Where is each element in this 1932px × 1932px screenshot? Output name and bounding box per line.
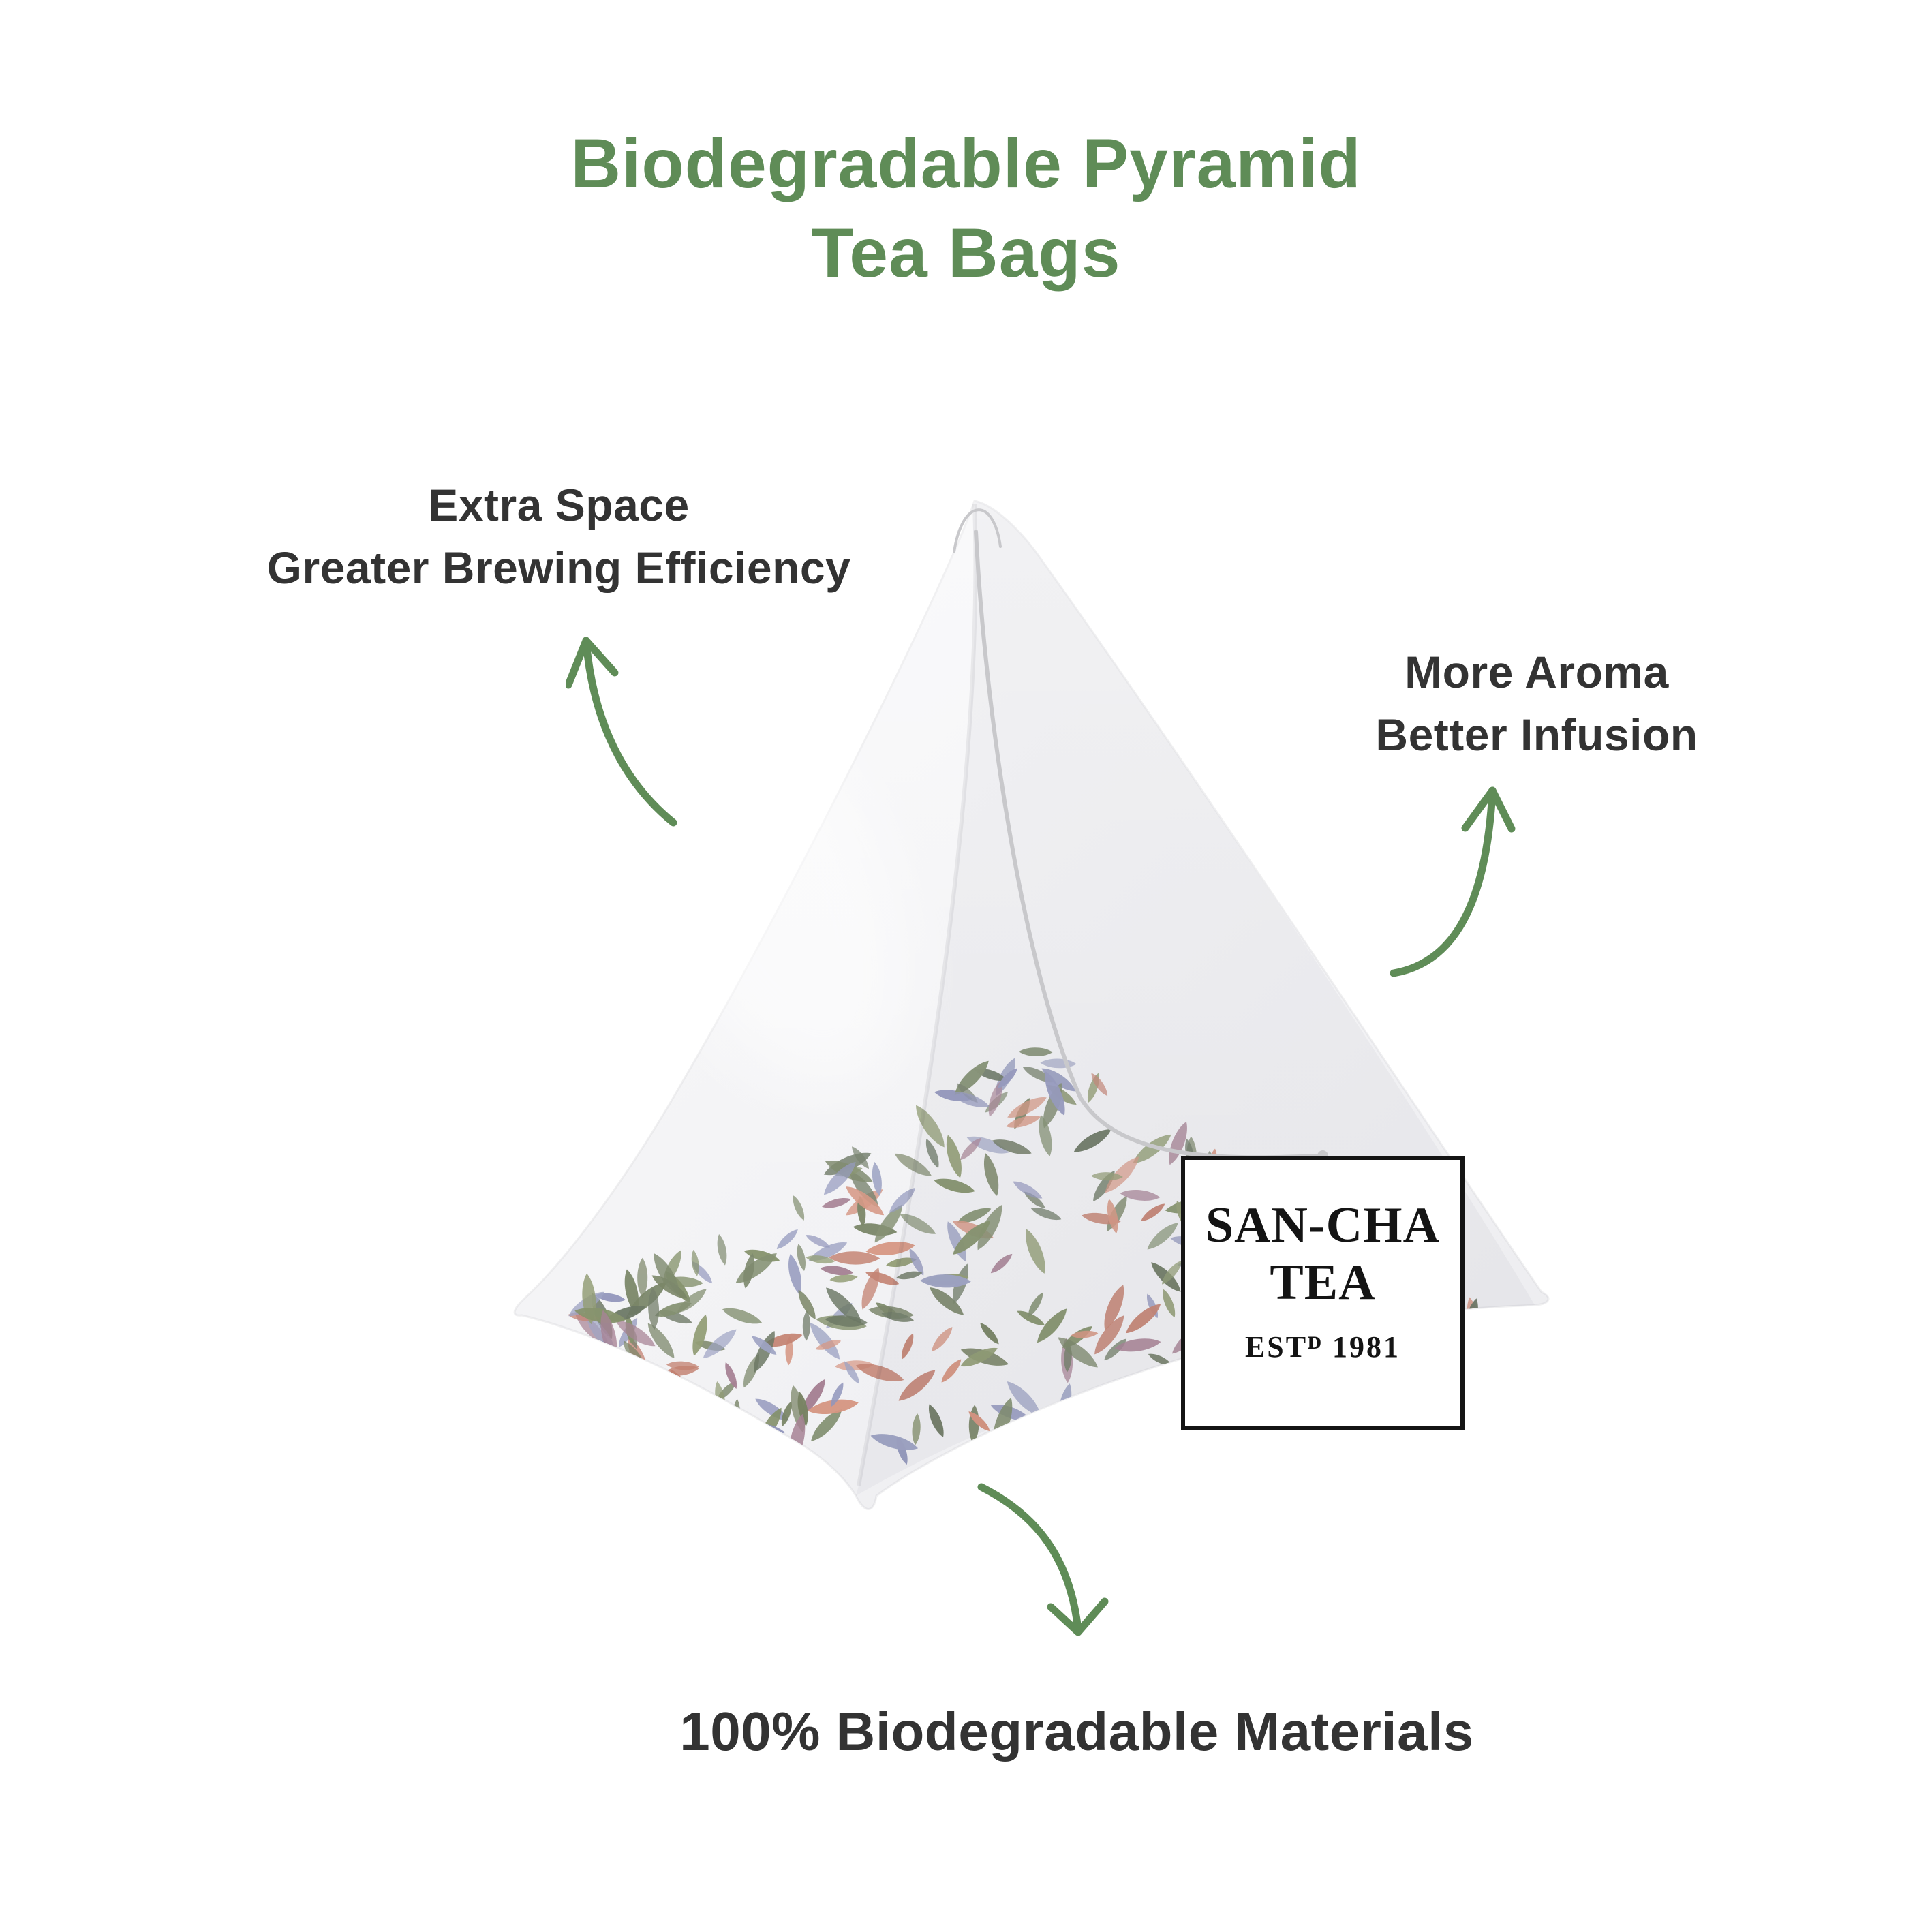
extra-space-arrow-icon [566, 637, 677, 827]
page-title: Biodegradable Pyramid Tea Bags [0, 119, 1932, 297]
page-title-line1: Biodegradable Pyramid [570, 125, 1362, 202]
annotation-extra-space-line1: Extra Space [428, 480, 690, 530]
bag-crease [857, 504, 978, 1486]
aroma-arrow-icon [1390, 786, 1516, 977]
annotation-biodegradable: 100% Biodegradable Materials [679, 1701, 1474, 1762]
annotation-aroma: More Aroma Better Infusion [1268, 641, 1806, 767]
annotation-aroma-line2: Better Infusion [1375, 709, 1698, 761]
tag-brand-line1: SAN-CHA [1205, 1197, 1441, 1253]
page-title-line2: Tea Bags [811, 213, 1121, 292]
tag-brand-line2: TEA [1270, 1255, 1376, 1311]
tea-bag-tag: SAN-CHA TEA ESTᴰ 1981 [1181, 1156, 1465, 1430]
annotation-extra-space-line2: Greater Brewing Efficiency [266, 542, 851, 594]
annotation-extra-space: Extra Space Greater Brewing Efficiency [184, 474, 934, 600]
tag-established: ESTᴰ 1981 [1244, 1330, 1401, 1364]
annotation-aroma-line1: More Aroma [1405, 647, 1669, 697]
biodegradable-arrow-icon [977, 1483, 1109, 1636]
